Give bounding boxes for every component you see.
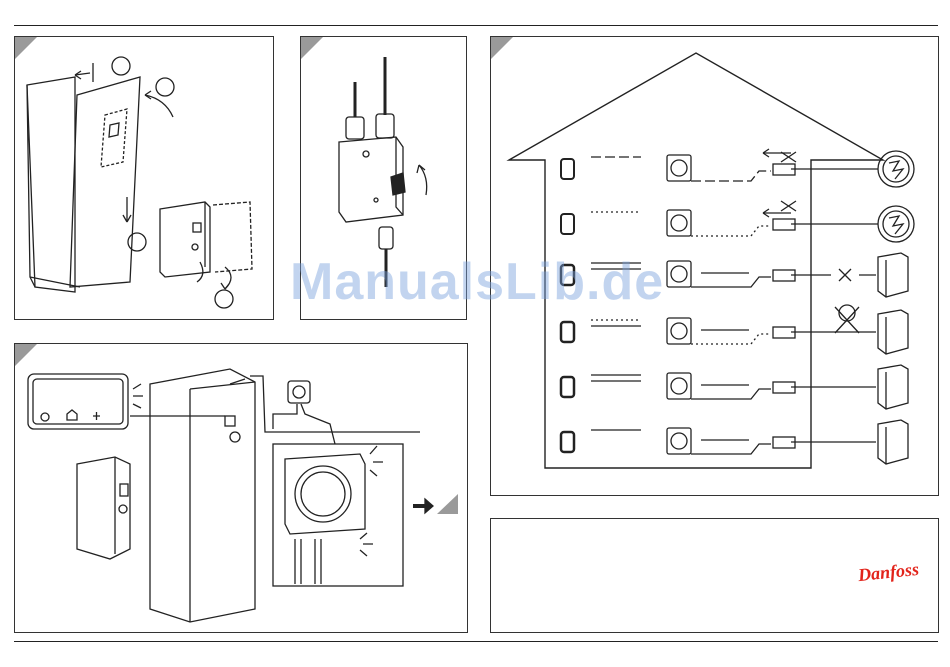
digit-display-icon (561, 214, 574, 234)
status-row (561, 373, 795, 399)
bottom-rule (14, 641, 938, 642)
server-icon (878, 420, 908, 464)
status-row (561, 210, 795, 236)
watermark-text: ManualsLib.de (290, 252, 664, 312)
digit-display-icon (561, 377, 574, 397)
installed-unit-illustration (15, 344, 467, 632)
server-icon (878, 365, 908, 409)
status-row (561, 318, 795, 344)
cover-removal-illustration (15, 37, 273, 319)
server-icon (878, 253, 908, 297)
panel-cover-removal (14, 36, 274, 320)
digit-display-icon (561, 432, 574, 452)
status-row (561, 155, 795, 181)
server-icon (878, 310, 908, 354)
top-rule (14, 25, 938, 26)
status-row (561, 428, 795, 454)
digit-display-icon (561, 159, 574, 179)
panel-installed-unit (14, 343, 468, 633)
digit-display-icon (561, 322, 574, 342)
